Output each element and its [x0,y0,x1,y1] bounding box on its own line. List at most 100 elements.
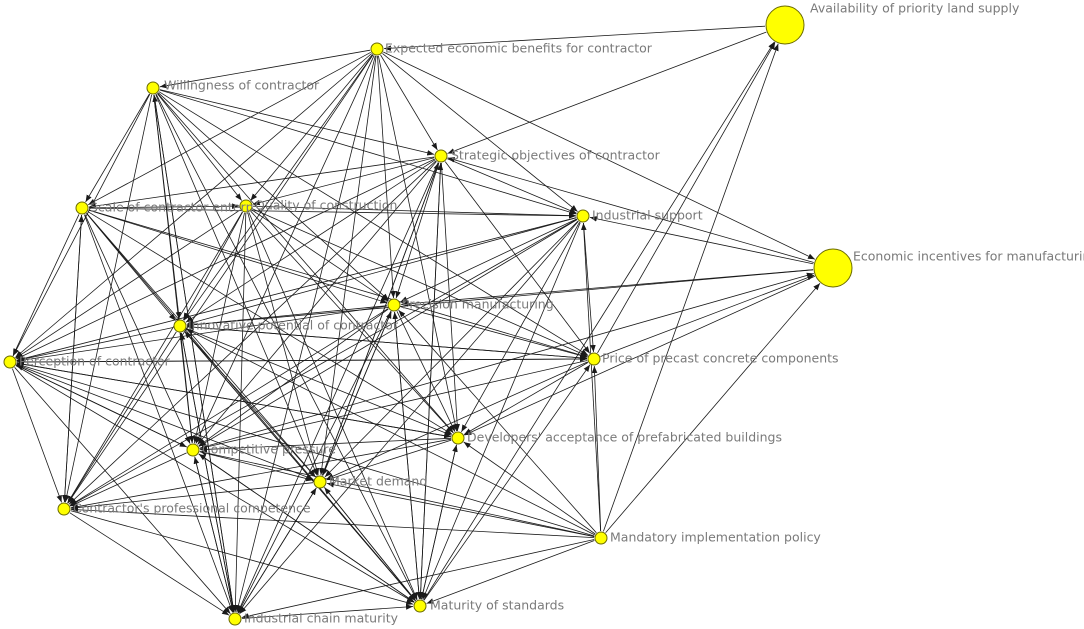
edge-perception-to-standards [15,365,415,603]
edge-quality-to-ind_support [252,205,577,219]
node-label-scale: Scale of contractor enterp [90,200,254,215]
node-label-market: Market demand [329,474,427,489]
node-label-prof_comp: Contractor's professional competence [73,501,311,516]
node-standards[interactable] [413,599,427,613]
node-innov[interactable] [173,319,187,333]
node-label-land: Availability of priority land supply [810,1,1020,16]
node-price[interactable] [587,352,601,366]
edge-innov-to-prof_comp [67,331,177,504]
edge-standards-to-innov [184,331,416,601]
node-dev_accept[interactable] [451,431,465,445]
edge-scale-to-perception [12,214,80,356]
edge-econ_inc-to-dev_accept [464,275,815,436]
edge-strategic-to-ind_support [447,158,577,214]
node-quality[interactable] [239,199,253,213]
edge-quality-to-perception [15,209,241,359]
edge-price-to-perception [16,358,588,365]
edge-willing-to-scale [85,93,150,203]
edge-standards-to-price [423,364,591,601]
node-strategic[interactable] [434,149,448,163]
node-prof_comp[interactable] [57,502,71,516]
edge-precision-to-comp_press [198,308,389,447]
edge-willing-to-dev_accept [157,93,454,433]
edge-exp_benefit-to-dev_accept [378,55,458,432]
edge-scale-to-quality [88,203,240,209]
node-perception[interactable] [3,355,17,369]
edge-chain-to-willing [152,94,235,613]
edge-dev_accept-to-market [326,439,452,481]
node-label-dev_accept: Developers' acceptance of prefabricated … [467,430,782,445]
edge-strategic-to-quality [252,157,435,206]
edge-quality-to-comp_press [193,212,245,444]
edge-comp_press-to-prof_comp [70,452,187,507]
edge-precision-to-dev_accept [396,311,456,432]
node-willing[interactable] [146,81,160,95]
node-scale[interactable] [75,201,89,215]
edge-quality-to-innov [183,211,243,321]
node-econ_inc[interactable] [813,248,853,288]
edge-mandatory-to-innov [186,328,595,536]
edge-ind_support-to-price [583,222,596,353]
edge-mandatory-to-price [591,365,602,532]
edge-ind_support-to-comp_press [198,219,578,447]
edge-quality-to-standards [248,212,418,600]
edge-ind_support-to-standards [422,222,581,600]
edge-chain-to-innov [179,332,235,613]
node-label-precision: Precision manufacturing [402,297,554,312]
edge-quality-to-price [252,208,588,357]
node-exp_benefit[interactable] [370,42,384,56]
edge-econ_inc-to-strategic [447,157,814,263]
edge-price-to-market [326,361,588,480]
edge-willing-to-precision [157,92,390,301]
edge-chain-to-market [238,487,317,614]
edge-dev_accept-to-perception [16,361,452,438]
edge-perception-to-prof_comp [12,368,62,503]
edge-exp_benefit-to-willing [159,49,371,89]
node-label-innov: Innovative potential of contractor [188,318,399,333]
edge-econ_inc-to-innov [186,269,814,328]
edge-market-to-strategic [322,162,439,476]
edge-exp_benefit-to-perception [15,53,372,358]
edge-dev_accept-to-prof_comp [70,438,452,510]
edge-standards-to-comp_press [198,453,415,603]
node-label-comp_press: Competitive pressure [202,442,336,457]
edge-mandatory-to-ind_support [580,222,601,532]
node-label-price: Price of precast concrete components [602,351,839,366]
edge-strategic-to-prof_comp [68,160,437,505]
edge-willing-to-ind_support [159,89,577,215]
edge-standards-to-strategic [419,162,444,600]
edge-ind_support-to-precision [400,218,577,303]
edge-prof_comp-to-chain [69,512,230,616]
edge-willing-to-strategic [159,89,435,156]
edge-mandatory-to-prof_comp [70,506,595,538]
edge-market-to-precision [322,311,392,476]
node-chain[interactable] [228,612,242,626]
edge-quality-to-prof_comp [67,211,243,504]
edge-prof_comp-to-scale [64,214,84,503]
edge-comp_press-to-econ_inc [199,272,814,449]
edge-exp_benefit-to-strategic [380,54,438,151]
edge-exp_benefit-to-scale [88,51,371,206]
node-precision[interactable] [387,298,401,312]
node-comp_press[interactable] [186,443,200,457]
edge-mandatory-to-dev_accept [463,441,596,535]
edge-scale-to-chain [84,214,233,613]
edge-standards-to-market [324,487,416,601]
edge-scale-to-standards [86,213,416,601]
node-label-chain: Industrial chain maturity [244,611,399,626]
node-mandatory[interactable] [594,531,608,545]
label-layer: Availability of priority land supplyEcon… [19,1,1084,626]
node-market[interactable] [313,475,327,489]
node-label-quality: Quality of construction [255,198,397,213]
edge-quality-to-precision [251,209,389,302]
node-label-exp_benefit: Expected economic benefits for contracto… [385,41,653,56]
edge-mandatory-to-econ_inc [605,282,821,533]
node-land[interactable] [765,5,805,45]
edge-innov-to-market [184,330,316,478]
edge-precision-to-innov [186,305,388,328]
edge-innov-to-dev_accept [186,328,452,436]
edge-land-to-strategic [447,31,767,154]
edge-standards-to-dev_accept [421,444,458,600]
node-ind_support[interactable] [576,209,590,223]
